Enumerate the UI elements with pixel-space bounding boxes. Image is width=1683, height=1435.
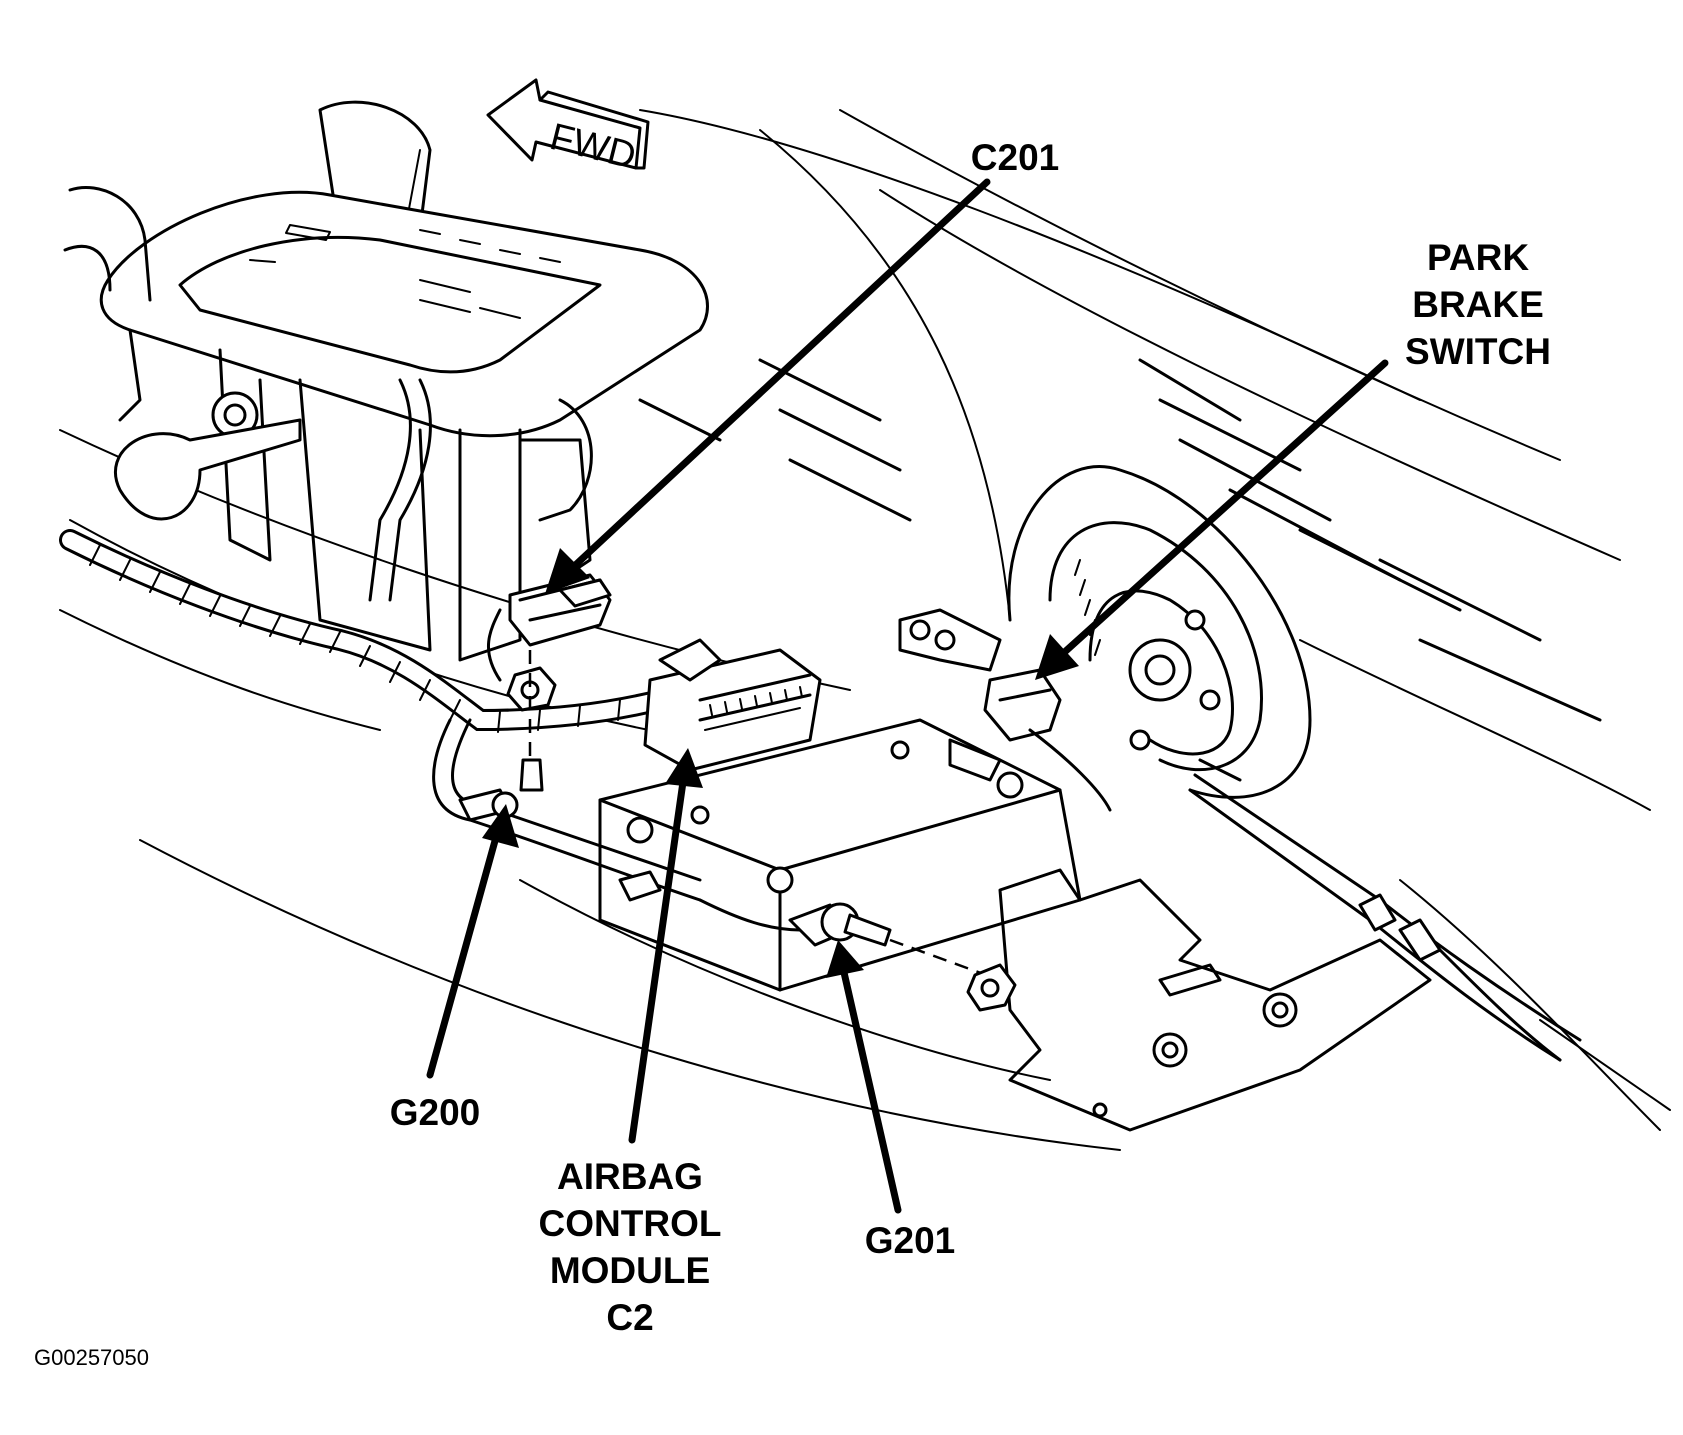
figure-id: G00257050 <box>34 1345 149 1370</box>
leader-arrows <box>426 178 1389 1214</box>
callout-acm-line-1: AIRBAG <box>557 1156 703 1197</box>
callout-park-brake-switch-line-3: SWITCH <box>1405 331 1551 372</box>
leader-park-brake-switch <box>1054 359 1389 662</box>
leader-acm-c2 <box>628 771 688 1144</box>
g201-ground <box>618 870 1017 1012</box>
fwd-arrow: FWD <box>486 78 650 178</box>
leader-c201 <box>566 178 991 574</box>
callout-g200-line-1: G200 <box>389 1092 481 1133</box>
callout-acm-line-3: MODULE <box>549 1250 711 1291</box>
callout-g200: G200 <box>365 1089 505 1136</box>
shifter-nut <box>506 650 557 792</box>
shifter-bezel <box>99 190 709 438</box>
mounting-bracket <box>998 868 1432 1132</box>
callout-airbag-control-module-c2: AIRBAG CONTROL MODULE C2 <box>520 1153 740 1341</box>
shifter-housing <box>63 185 593 662</box>
leader-c201-arrowhead <box>545 548 590 594</box>
acm-c2-connector <box>643 638 822 772</box>
park-brake-cable <box>1188 773 1582 1062</box>
park-brake-switch <box>898 608 1112 812</box>
callout-g201-line-1: G201 <box>864 1220 956 1261</box>
callout-park-brake-switch-line-1: PARK <box>1426 237 1530 278</box>
c201-connector <box>486 573 612 682</box>
park-brake-drum <box>1007 465 1312 799</box>
leader-acm-c2-arrowhead <box>665 748 703 788</box>
callout-c201-line-1: C201 <box>970 137 1060 178</box>
callout-acm-line-4: C2 <box>606 1297 654 1338</box>
callout-park-brake-switch: PARK BRAKE SWITCH <box>1368 234 1588 375</box>
callout-c201: C201 <box>950 134 1080 181</box>
g200-ground <box>458 788 519 822</box>
callout-acm-line-2: CONTROL <box>538 1203 722 1244</box>
leader-g201 <box>839 964 902 1214</box>
leader-g200 <box>426 826 502 1079</box>
callout-g201: G201 <box>840 1217 980 1264</box>
callout-park-brake-switch-line-2: BRAKE <box>1412 284 1544 325</box>
leader-park-brake-switch-arrowhead <box>1035 634 1079 680</box>
leader-g200-arrowhead <box>482 804 519 848</box>
leader-g201-arrowhead <box>826 940 864 978</box>
